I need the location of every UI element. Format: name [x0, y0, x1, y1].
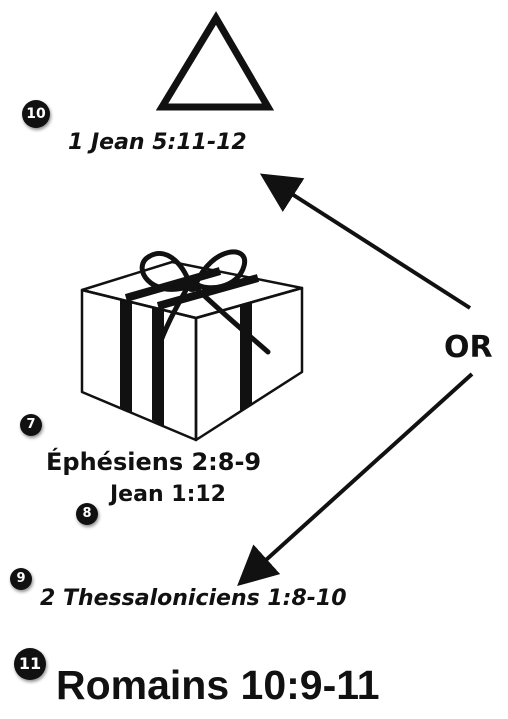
reference-1-jean: 1 Jean 5:11-12 [68, 130, 247, 155]
arrow-down-left-icon [237, 372, 474, 587]
reference-2-thessaloniciens: 2 Thessaloniciens 1:8-10 [40, 586, 347, 611]
reference-ephesiens: Éphésiens 2:8-9 [46, 448, 262, 476]
arrow-up-left-icon [259, 173, 472, 310]
reference-jean: Jean 1:12 [110, 482, 226, 507]
number-badge-9: 9 [10, 568, 32, 590]
number-badge-8: 8 [76, 503, 98, 525]
reference-romains: Romains 10:9-11 [56, 662, 380, 708]
number-badge-10: 10 [22, 100, 50, 128]
number-badge-11: 11 [14, 648, 46, 680]
number-badge-7: 7 [20, 414, 42, 436]
or-label: OR [444, 330, 493, 365]
